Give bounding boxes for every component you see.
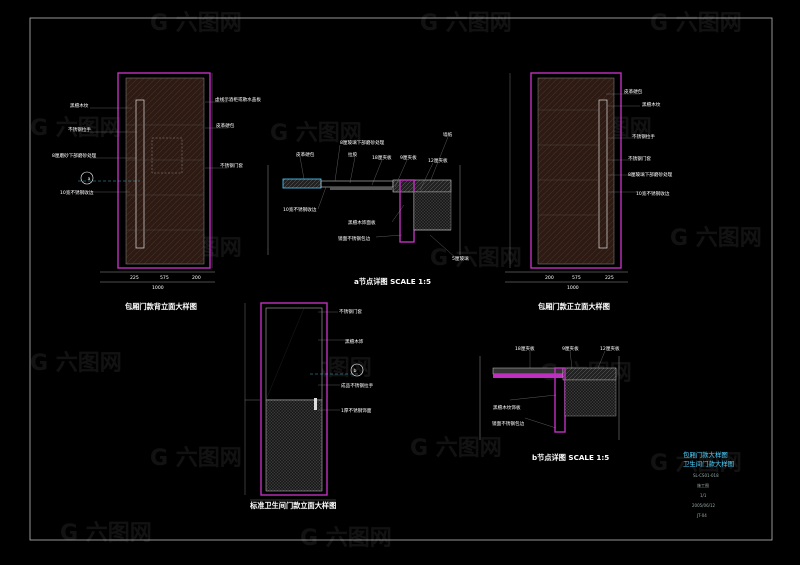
note: 成品不锈钢拉手 [341, 382, 374, 389]
dim: 575 [160, 275, 169, 281]
title-detail-a: a节点详图 SCALE 1:5 [354, 277, 431, 286]
svg-text:G 六图网: G 六图网 [30, 116, 122, 141]
leather-panel [282, 178, 322, 189]
dim: 200 [192, 275, 201, 281]
note: 镜面不锈钢包边 [338, 235, 371, 242]
dim: 575 [572, 275, 581, 281]
plywood-strip [330, 187, 392, 190]
svg-text:G 六图网: G 六图网 [150, 11, 242, 36]
wood-panel [537, 77, 615, 265]
svg-text:G 六图网: G 六图网 [410, 436, 502, 461]
watermark-layer: G 六图网 G 六图网 G 六图网 G 六图网 G 六图网 G 六图网 G 六图… [30, 11, 762, 551]
note: 不锈钢门套 [339, 308, 362, 315]
detail-b-drawing [479, 350, 620, 440]
title-block-info: 2005/06/12 [692, 503, 716, 508]
door-frame [260, 302, 328, 496]
note: 12厘夹板 [428, 157, 448, 164]
note: 18厘夹板 [515, 345, 535, 352]
svg-text:G 六图网: G 六图网 [670, 226, 762, 251]
title-block-info: JT-04 [696, 513, 707, 518]
note: 9厘夹板 [400, 154, 417, 161]
svg-text:G 六图网: G 六图网 [650, 451, 742, 476]
title-block-info: 施工图 [697, 482, 709, 488]
svg-text:G 六图网: G 六图网 [270, 121, 362, 146]
marker-a-label: a [88, 177, 91, 182]
section-marker-b [350, 363, 364, 377]
note: 9厘夹板 [562, 345, 579, 352]
svg-text:G 六图网: G 六图网 [650, 11, 742, 36]
note: 不锈钢拉手 [632, 133, 655, 140]
note: 8厘玻璃下部磨砂处理 [628, 171, 673, 178]
back-elevation-drawing [78, 72, 228, 283]
note: 镜面不锈钢包边 [492, 420, 525, 427]
drawing-border [29, 17, 773, 541]
glass-layer [320, 180, 394, 188]
wall-core [413, 191, 452, 231]
dim: 200 [545, 275, 554, 281]
plywood-layer [492, 367, 564, 375]
note: 黑檀木纹饰板 [493, 404, 521, 411]
note: 12厘夹板 [600, 345, 620, 352]
note: 墙纸 [443, 131, 453, 138]
note: 虚线示酒柜或散水盖板 [215, 96, 261, 103]
note: 黑檀木饰面板 [348, 219, 376, 226]
wood-panel [125, 77, 205, 265]
dashed-box [151, 137, 183, 174]
door-handle [314, 398, 317, 410]
svg-text:G 六图网: G 六图网 [430, 246, 522, 271]
note: 皮革硬包 [296, 151, 315, 158]
title-back-elevation: 包厢门款背立面大样图 [125, 302, 197, 311]
wall-layer [562, 367, 617, 381]
note: 10宽不锈钢收边 [60, 189, 94, 196]
title-front-elevation: 包厢门款正立面大样图 [538, 302, 610, 311]
title-block-line2: 卫生间门款大样图 [683, 459, 734, 468]
section-marker-a [80, 171, 94, 185]
note: 8厘玻璃下部磨砂处理 [340, 139, 385, 146]
svg-text:G 六图网: G 六图网 [30, 351, 122, 376]
note: 1厚不锈钢饰面 [341, 407, 372, 414]
dim: 1000 [567, 285, 579, 291]
title-detail-b: b节点详图 SCALE 1:5 [532, 453, 609, 462]
svg-text:G 六图网: G 六图网 [150, 446, 242, 471]
note: 不锈钢门套 [628, 155, 651, 162]
note: 拉胶 [348, 151, 358, 158]
frame-strip [493, 374, 563, 378]
note: 皮革硬包 [216, 122, 235, 129]
glass-strip [598, 99, 608, 249]
note: 5厘玻璃 [452, 255, 469, 262]
door-frame [530, 72, 622, 269]
title-bathroom-elevation: 标准卫生间门款立面大样图 [249, 501, 336, 510]
title-block: 包厢门款大样图 卫生间门款大样图 SL-CS01-018 施工图 1/1 200… [683, 450, 734, 518]
marker-b-label: b [354, 368, 357, 374]
note: 黑檀木纹 [642, 101, 661, 108]
svg-text:G 六图网: G 六图网 [420, 11, 512, 36]
note: 10宽不锈钢收边 [283, 206, 317, 213]
wall-core [564, 379, 617, 417]
note: 10宽不锈钢收边 [636, 190, 670, 197]
note: 18厘夹板 [372, 154, 392, 161]
dim: 225 [130, 275, 139, 281]
note: 皮革硬包 [624, 88, 643, 95]
note: 8厘磨砂下部磨砂处理 [52, 152, 97, 159]
title-block-line1: 包厢门款大样图 [683, 450, 728, 459]
dim: 1000 [152, 285, 164, 291]
glass-strip [135, 99, 145, 249]
steel-lower-panel [265, 399, 323, 492]
title-block-info: SL-CS01-018 [693, 473, 719, 478]
detail-a-drawing [267, 136, 461, 259]
dim: 225 [605, 275, 614, 281]
title-block-info: 1/1 [700, 493, 707, 498]
note: 黑檀木纹 [70, 102, 89, 109]
note: 黑檀木饰 [345, 338, 364, 345]
bathroom-elevation-drawing [244, 302, 364, 501]
svg-text:G 六图网: G 六图网 [300, 526, 392, 551]
front-elevation-drawing [505, 72, 640, 283]
svg-text:G 六图网: G 六图网 [60, 521, 152, 546]
door-frame [117, 72, 211, 269]
note: 不锈钢拉手 [68, 126, 91, 133]
note: 不锈钢门套 [220, 162, 243, 169]
door-upper-panel [265, 307, 323, 401]
